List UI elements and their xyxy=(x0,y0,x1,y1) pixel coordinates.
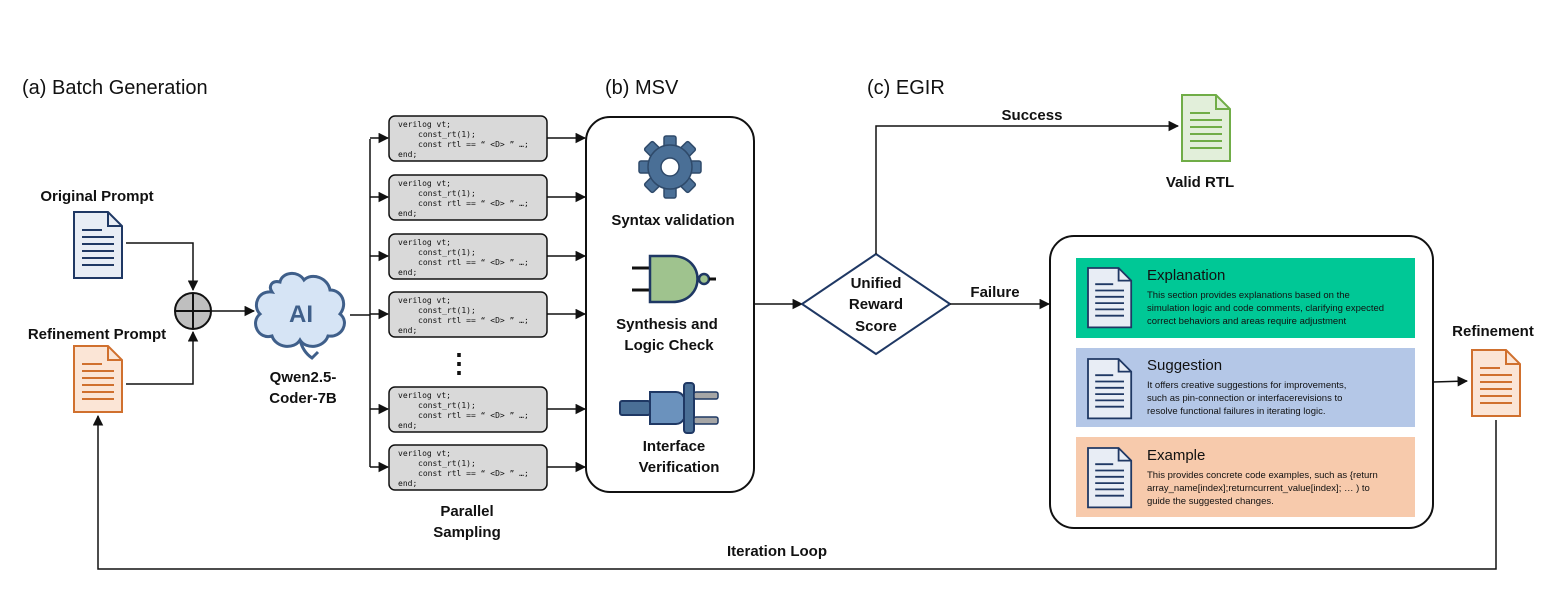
code-sample-line1: verilog vt; xyxy=(398,238,451,247)
plug-icon xyxy=(619,382,719,434)
code-sample-line3: const rtl == “ <D> ” …; xyxy=(418,316,529,325)
document-green-icon xyxy=(1181,94,1231,162)
reward-line2: Reward xyxy=(849,296,903,313)
msv-interface-line1: Interface xyxy=(643,438,706,455)
card-suggestion: Suggestion It offers creative suggestion… xyxy=(1076,348,1415,427)
code-sample-line3: const rtl == “ <D> ” …; xyxy=(418,140,529,149)
nand-gate-icon xyxy=(632,254,716,304)
code-sample-line3: const rtl == “ <D> ” …; xyxy=(418,469,529,478)
code-sample-line1: verilog vt; xyxy=(398,120,451,129)
ellipsis-icon: ⋮ xyxy=(446,348,472,378)
card-example: Example This provides concrete code exam… xyxy=(1076,437,1415,517)
document-card-icon xyxy=(1087,358,1133,420)
card-suggestion-line3: resolve functional failures in iterating… xyxy=(1147,406,1325,417)
code-sample-line4: end; xyxy=(398,268,417,277)
card-explanation-line2: simulation logic and code comments, clar… xyxy=(1147,303,1384,314)
section-title-msv: (b) MSV xyxy=(605,77,679,99)
iteration-loop-label: Iteration Loop xyxy=(727,543,827,560)
original-prompt-label: Original Prompt xyxy=(40,188,153,205)
model-name-line1: Qwen2.5- xyxy=(270,369,337,386)
code-sample-line2: const_rt(1); xyxy=(418,306,476,315)
parallel-sampling-line2: Sampling xyxy=(433,524,501,541)
card-suggestion-title: Suggestion xyxy=(1147,357,1222,374)
code-sample-line2: const_rt(1); xyxy=(418,189,476,198)
code-sample-box: verilog vt;const_rt(1);const rtl == “ <D… xyxy=(388,291,548,338)
code-sample-line3: const rtl == “ <D> ” …; xyxy=(418,411,529,420)
card-explanation: Explanation This section provides explan… xyxy=(1076,258,1415,338)
code-sample-line4: end; xyxy=(398,150,417,159)
code-sample-line2: const_rt(1); xyxy=(418,401,476,410)
card-explanation-line3: correct behaviors and areas require adju… xyxy=(1147,316,1346,327)
msv-synthesis-line1: Synthesis and xyxy=(616,316,718,333)
document-orange-icon xyxy=(1471,349,1521,417)
document-card-icon xyxy=(1087,267,1133,329)
code-sample-line1: verilog vt; xyxy=(398,296,451,305)
reward-line1: Unified xyxy=(851,275,902,292)
code-sample-box: verilog vt;const_rt(1);const rtl == “ <D… xyxy=(388,233,548,280)
code-sample-list: verilog vt;const_rt(1);const rtl == “ <D… xyxy=(388,115,548,491)
code-sample-box: verilog vt;const_rt(1);const rtl == “ <D… xyxy=(388,174,548,221)
card-suggestion-line2: such as pin-connection or interfacerevis… xyxy=(1147,393,1342,404)
brain-ai-icon: AI xyxy=(254,272,346,360)
card-example-title: Example xyxy=(1147,447,1205,464)
document-blue-icon xyxy=(73,211,123,279)
failure-label: Failure xyxy=(970,284,1019,301)
code-sample-line4: end; xyxy=(398,421,417,430)
code-sample-line2: const_rt(1); xyxy=(418,130,476,139)
card-example-line1: This provides concrete code examples, su… xyxy=(1147,470,1378,481)
msv-synthesis-line2: Logic Check xyxy=(624,337,714,354)
document-orange-icon xyxy=(73,345,123,413)
gear-icon xyxy=(638,135,702,199)
reward-line3: Score xyxy=(855,318,897,335)
code-sample-line2: const_rt(1); xyxy=(418,248,476,257)
valid-rtl-label: Valid RTL xyxy=(1166,174,1234,191)
section-title-egir: (c) EGIR xyxy=(867,77,945,99)
branch-arrows xyxy=(370,132,587,473)
code-sample-line4: end; xyxy=(398,326,417,335)
refinement-prompt-label: Refinement Prompt xyxy=(28,326,166,343)
code-sample-line1: verilog vt; xyxy=(398,449,451,458)
card-example-line3: guide the suggested changes. xyxy=(1147,496,1274,507)
card-suggestion-line1: It offers creative suggestions for impro… xyxy=(1147,380,1346,391)
code-sample-line4: end; xyxy=(398,479,417,488)
card-explanation-line1: This section provides explanations based… xyxy=(1147,290,1350,301)
msv-syntax-label: Syntax validation xyxy=(611,212,734,229)
code-sample-box: verilog vt;const_rt(1);const rtl == “ <D… xyxy=(388,386,548,433)
document-card-icon xyxy=(1087,447,1133,509)
model-name-line2: Coder-7B xyxy=(269,390,337,407)
card-explanation-title: Explanation xyxy=(1147,267,1225,284)
card-example-line2: array_name[index];returncurrent_value[in… xyxy=(1147,483,1370,494)
code-sample-line1: verilog vt; xyxy=(398,179,451,188)
code-sample-line4: end; xyxy=(398,209,417,218)
reward-decision-diamond xyxy=(800,252,952,356)
code-sample-line2: const_rt(1); xyxy=(418,459,476,468)
parallel-sampling-line1: Parallel xyxy=(440,503,493,520)
msv-interface-line2: Verification xyxy=(639,459,720,476)
code-sample-box: verilog vt;const_rt(1);const rtl == “ <D… xyxy=(388,115,548,162)
code-sample-line1: verilog vt; xyxy=(398,391,451,400)
ai-logo-text: AI xyxy=(289,301,313,328)
success-label: Success xyxy=(1002,107,1063,124)
plus-circle-icon xyxy=(174,292,212,330)
code-sample-line3: const rtl == “ <D> ” …; xyxy=(418,258,529,267)
section-title-batch: (a) Batch Generation xyxy=(22,77,208,99)
refinement-label: Refinement xyxy=(1452,323,1534,340)
code-sample-line3: const rtl == “ <D> ” …; xyxy=(418,199,529,208)
code-sample-box: verilog vt;const_rt(1);const rtl == “ <D… xyxy=(388,444,548,491)
